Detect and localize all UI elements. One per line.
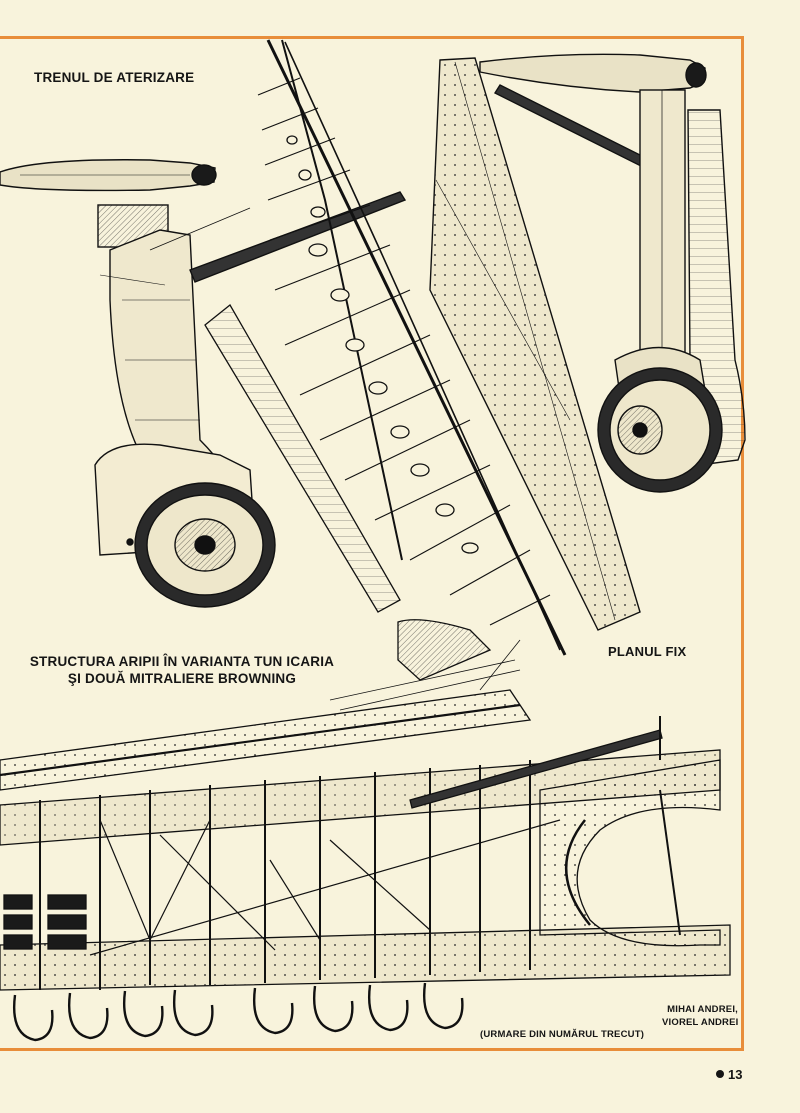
fixed-plane-heading: PLANUL FIX: [608, 644, 687, 659]
author-credit-2: VIOREL ANDREI: [662, 1017, 739, 1028]
page-number-text: 13: [728, 1067, 743, 1082]
wing-rib-structure-drawing: [204, 39, 567, 681]
bullet-dot-icon: [716, 1070, 724, 1078]
wing-structure-heading-line2: ŞI DOUĂ MITRALIERE BROWNING: [67, 671, 297, 686]
wing-structure-heading-line1: STRUCTURA ARIPII ÎN VARIANTA TUN ICARIA: [29, 654, 335, 669]
continuation-note: (URMARE DIN NUMĂRUL TRECUT): [480, 1029, 645, 1040]
wing-structure-heading: STRUCTURA ARIPII ÎN VARIANTA TUN ICARIA …: [28, 653, 336, 687]
right-landing-gear-drawing: [479, 53, 746, 493]
page-number: 13: [716, 1067, 742, 1082]
author-credits: MIHAI ANDREI, VIOREL ANDREI: [662, 1003, 738, 1029]
wing-cutaway-drawing: [0, 639, 731, 1042]
landing-gear-heading: TRENUL DE ATERIZARE: [34, 70, 195, 85]
author-credit-1: MIHAI ANDREI,: [667, 1004, 738, 1015]
left-landing-gear-drawing: [0, 159, 407, 608]
page-frame-border: [0, 36, 744, 1051]
